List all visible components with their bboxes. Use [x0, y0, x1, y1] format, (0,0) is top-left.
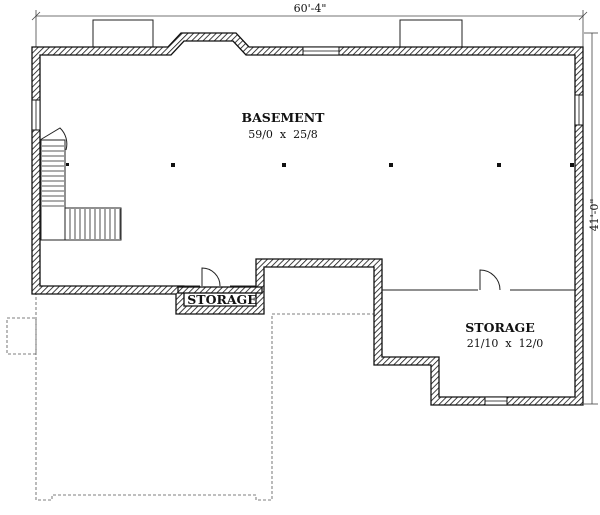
- door-stair: [39, 127, 68, 151]
- overall-depth-dimension: 41'-0": [584, 32, 600, 405]
- room-name-basement: BASEMENT: [242, 110, 326, 125]
- overall-width-dimension: 60'-4": [31, 2, 588, 50]
- window-well-left: [92, 19, 154, 48]
- windows: [31, 46, 584, 406]
- interior-partition: [184, 285, 575, 306]
- door-small-storage: [201, 267, 221, 287]
- window-well-right: [399, 19, 463, 48]
- garage-outline: [6, 292, 374, 501]
- stair: [40, 139, 122, 241]
- exterior-wall: [31, 32, 584, 406]
- overall-depth-label: 41'-0": [588, 199, 600, 232]
- door-storage: [479, 269, 501, 291]
- room-name-storage-small: STORAGE: [187, 292, 257, 307]
- room-name-storage: STORAGE: [465, 320, 535, 335]
- room-size-basement: 59/0 x 25/8: [248, 128, 318, 141]
- small-storage-wall: [177, 286, 263, 294]
- overall-width-label: 60'-4": [294, 2, 327, 15]
- room-size-storage: 21/10 x 12/0: [467, 337, 544, 350]
- column-posts: [66, 163, 574, 167]
